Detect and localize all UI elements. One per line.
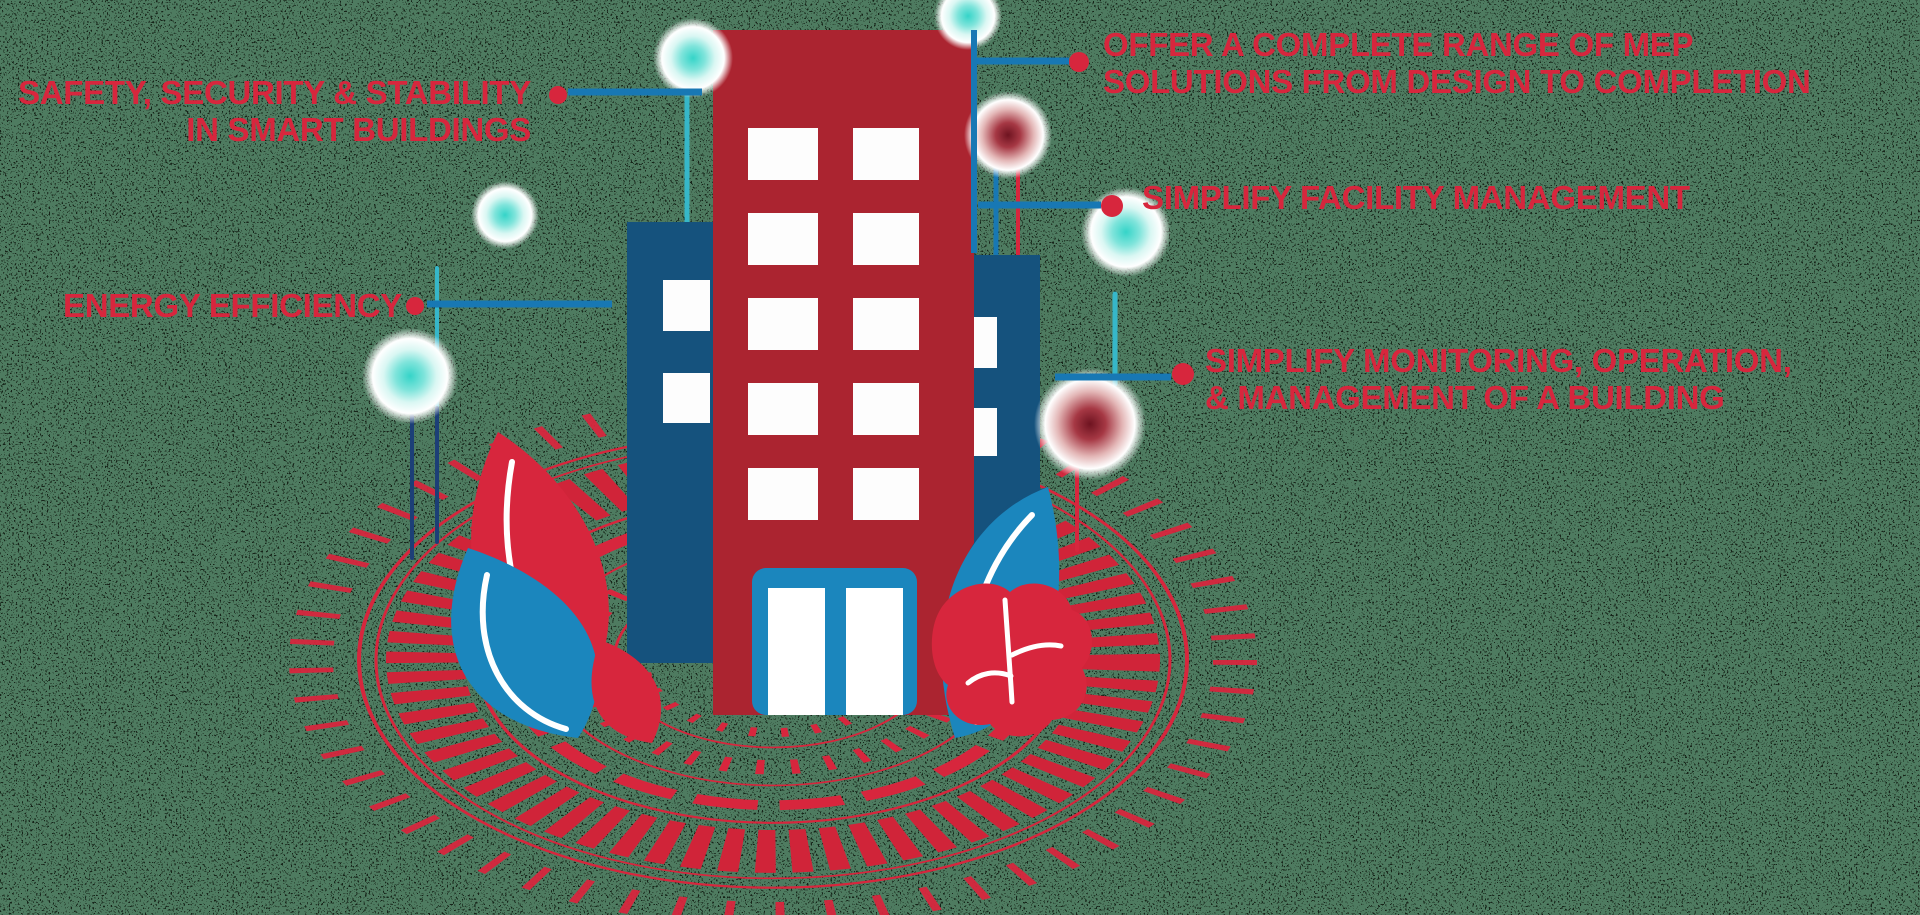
callout-safety-line1: SAFETY, SECURITY & STABILITY	[18, 74, 531, 111]
red-orb	[1034, 368, 1146, 480]
window	[853, 383, 919, 435]
callout-energy-line1: ENERGY EFFICIENCY	[62, 287, 402, 324]
callout-monitoring-line2: & MANAGEMENT OF A BUILDING	[1205, 379, 1725, 416]
window	[853, 298, 919, 350]
callout-dots	[406, 52, 1194, 385]
door-panel-left	[768, 588, 825, 715]
leaf-veins-red-blob	[965, 597, 1064, 705]
window	[748, 383, 818, 435]
teal-orb	[653, 18, 733, 98]
callout-safety: SAFETY, SECURITY & STABILITY IN SMART BU…	[18, 74, 531, 148]
callout-monitoring: SIMPLIFY MONITORING, OPERATION, & MANAGE…	[1205, 342, 1792, 416]
leaf-vein	[965, 670, 1014, 686]
callout-monitoring-line1: SIMPLIFY MONITORING, OPERATION,	[1205, 342, 1792, 379]
callout-safety-line2: IN SMART BUILDINGS	[186, 111, 531, 148]
callout-facility: SIMPLIFY FACILITY MANAGEMENT	[1142, 179, 1690, 216]
window	[663, 280, 710, 331]
mandala-outer-tick-ring	[289, 393, 1257, 915]
callout-dot-facility	[1101, 195, 1123, 217]
callout-dot-energy	[406, 297, 424, 315]
window	[853, 128, 919, 180]
window	[748, 128, 818, 180]
window	[974, 317, 997, 368]
leaf-red-small-left	[591, 640, 662, 743]
leaf-vein	[1009, 642, 1064, 658]
foliage-group	[451, 432, 1093, 743]
entrance-door	[752, 568, 917, 715]
teal-orb	[362, 328, 458, 424]
glow-orbs	[362, 0, 1171, 480]
leaf-vein	[1002, 597, 1015, 705]
buildings-group	[627, 30, 1040, 715]
callout-dot-safety	[549, 86, 567, 104]
red-tower-windows	[748, 128, 919, 520]
leaf-blue-left	[451, 548, 598, 738]
teal-orb	[934, 0, 1002, 50]
red-orb	[964, 91, 1052, 179]
window	[974, 408, 997, 456]
door-panel-right	[846, 588, 903, 715]
window	[853, 468, 919, 520]
callout-offer: OFFER A COMPLETE RANGE OF MEP SOLUTIONS …	[1103, 26, 1811, 100]
leaf-red-blob-right	[931, 583, 1093, 737]
callout-facility-line1: SIMPLIFY FACILITY MANAGEMENT	[1142, 179, 1690, 216]
window	[748, 468, 818, 520]
window	[853, 213, 919, 265]
callout-energy: ENERGY EFFICIENCY	[63, 287, 402, 324]
callout-offer-line2: SOLUTIONS FROM DESIGN TO COMPLETION	[1103, 63, 1811, 100]
callout-connectors	[427, 30, 1171, 381]
callout-dot-offer	[1069, 52, 1089, 72]
callout-offer-line1: OFFER A COMPLETE RANGE OF MEP	[1103, 26, 1694, 63]
window	[663, 373, 710, 423]
callout-dot-monitoring	[1172, 363, 1194, 385]
window	[748, 213, 818, 265]
window	[748, 298, 818, 350]
teal-orb	[471, 181, 539, 249]
leaf-vein	[479, 572, 569, 732]
